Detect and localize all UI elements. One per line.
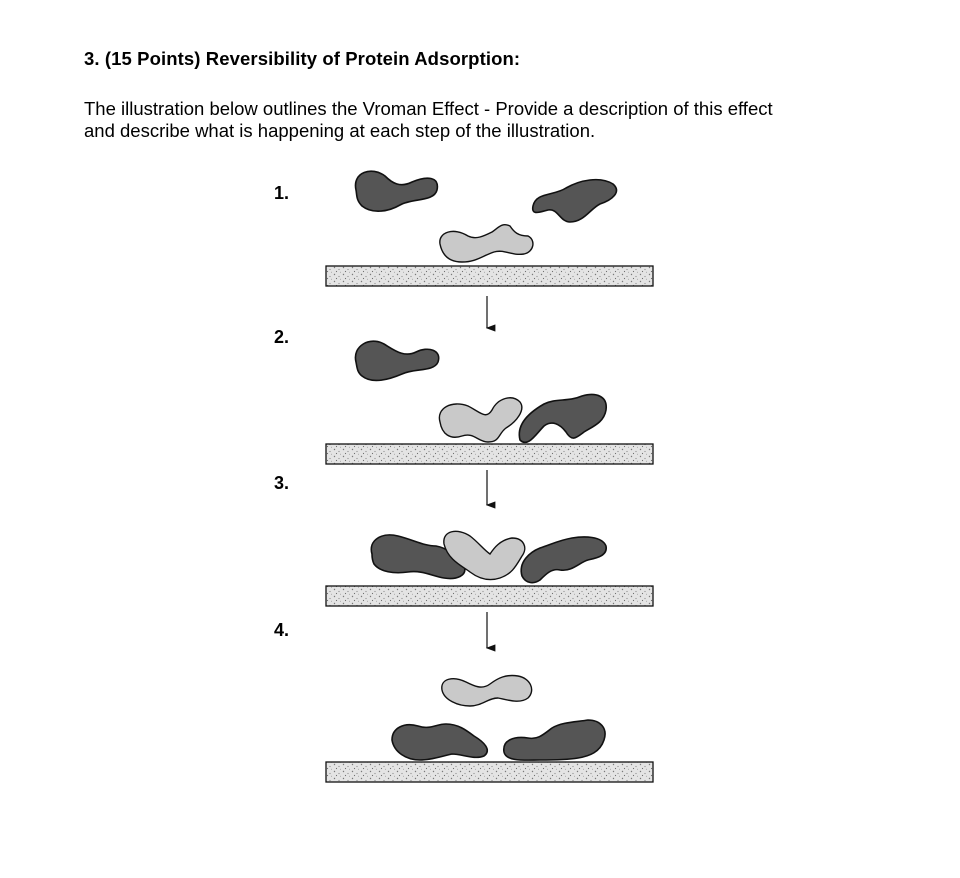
prompt-line-2: and describe what is happening at each s… <box>84 120 596 141</box>
light-protein-2 <box>438 397 523 443</box>
panel-4 <box>325 674 654 783</box>
question-prompt: The illustration below outlines the Vrom… <box>84 98 904 142</box>
dark-protein-4b <box>503 719 606 761</box>
dark-protein-1b <box>531 178 618 223</box>
step-2-label: 2. <box>274 327 290 347</box>
panel-3 <box>325 530 654 652</box>
question-heading: 3. (15 Points) Reversibility of Protein … <box>84 48 521 69</box>
step-4-label: 4. <box>274 620 290 640</box>
dark-protein-1a <box>354 170 439 212</box>
adsorption-surface-2 <box>325 443 654 465</box>
prompt-line-1: The illustration below outlines the Vrom… <box>84 98 773 119</box>
panel-2 <box>325 340 654 509</box>
dark-protein-2b <box>518 393 607 444</box>
dark-protein-2a <box>354 340 440 382</box>
adsorption-surface-3 <box>325 585 654 607</box>
light-protein-3 <box>443 530 526 581</box>
adsorption-surface-4 <box>325 761 654 783</box>
dark-protein-3b <box>520 536 607 584</box>
dark-protein-3a <box>370 534 466 580</box>
dark-protein-4a <box>391 723 489 761</box>
step-1-label: 1. <box>274 183 290 203</box>
panel-1 <box>325 170 654 332</box>
step-3-label: 3. <box>274 473 290 493</box>
light-protein-1 <box>439 223 534 263</box>
light-protein-4 <box>441 674 533 707</box>
adsorption-surface-1 <box>325 265 654 287</box>
